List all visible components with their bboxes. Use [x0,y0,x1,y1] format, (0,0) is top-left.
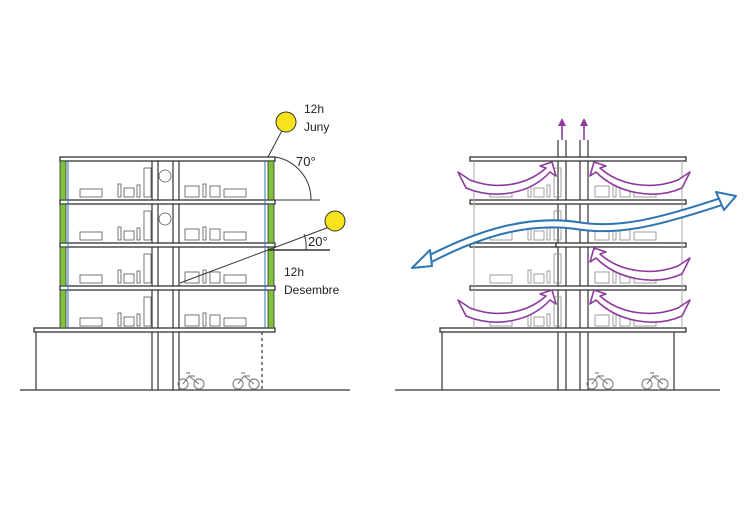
cross-ventilation-flow [411,191,737,269]
stair-core [151,158,180,390]
bicycle-icon [177,372,260,390]
apartment-furniture [79,167,247,327]
summer-month-label: Juny [304,120,329,134]
sun-icon [275,111,297,133]
winter-sun: 20° 12h Desembre [179,210,346,297]
summer-sun: 12h Juny 70° [267,102,329,201]
winter-time-label: 12h [284,265,304,279]
floor-slabs [439,156,687,333]
summer-angle-label: 70° [296,154,316,169]
winter-angle-label: 20° [308,234,328,249]
exhaust-arrows [558,118,588,140]
floor-slabs [33,156,276,333]
left-building-section: 12h Juny 70° 20° 12h Desembre [20,102,350,391]
stack-ventilation-flows [457,161,691,323]
right-building-section [395,118,737,391]
green-facade [59,160,275,329]
bicycle-icon [586,372,669,390]
ventilation-shaft [557,140,589,390]
sun-icon [324,210,346,232]
winter-month-label: Desembre [284,283,340,297]
summer-time-label: 12h [304,102,324,116]
